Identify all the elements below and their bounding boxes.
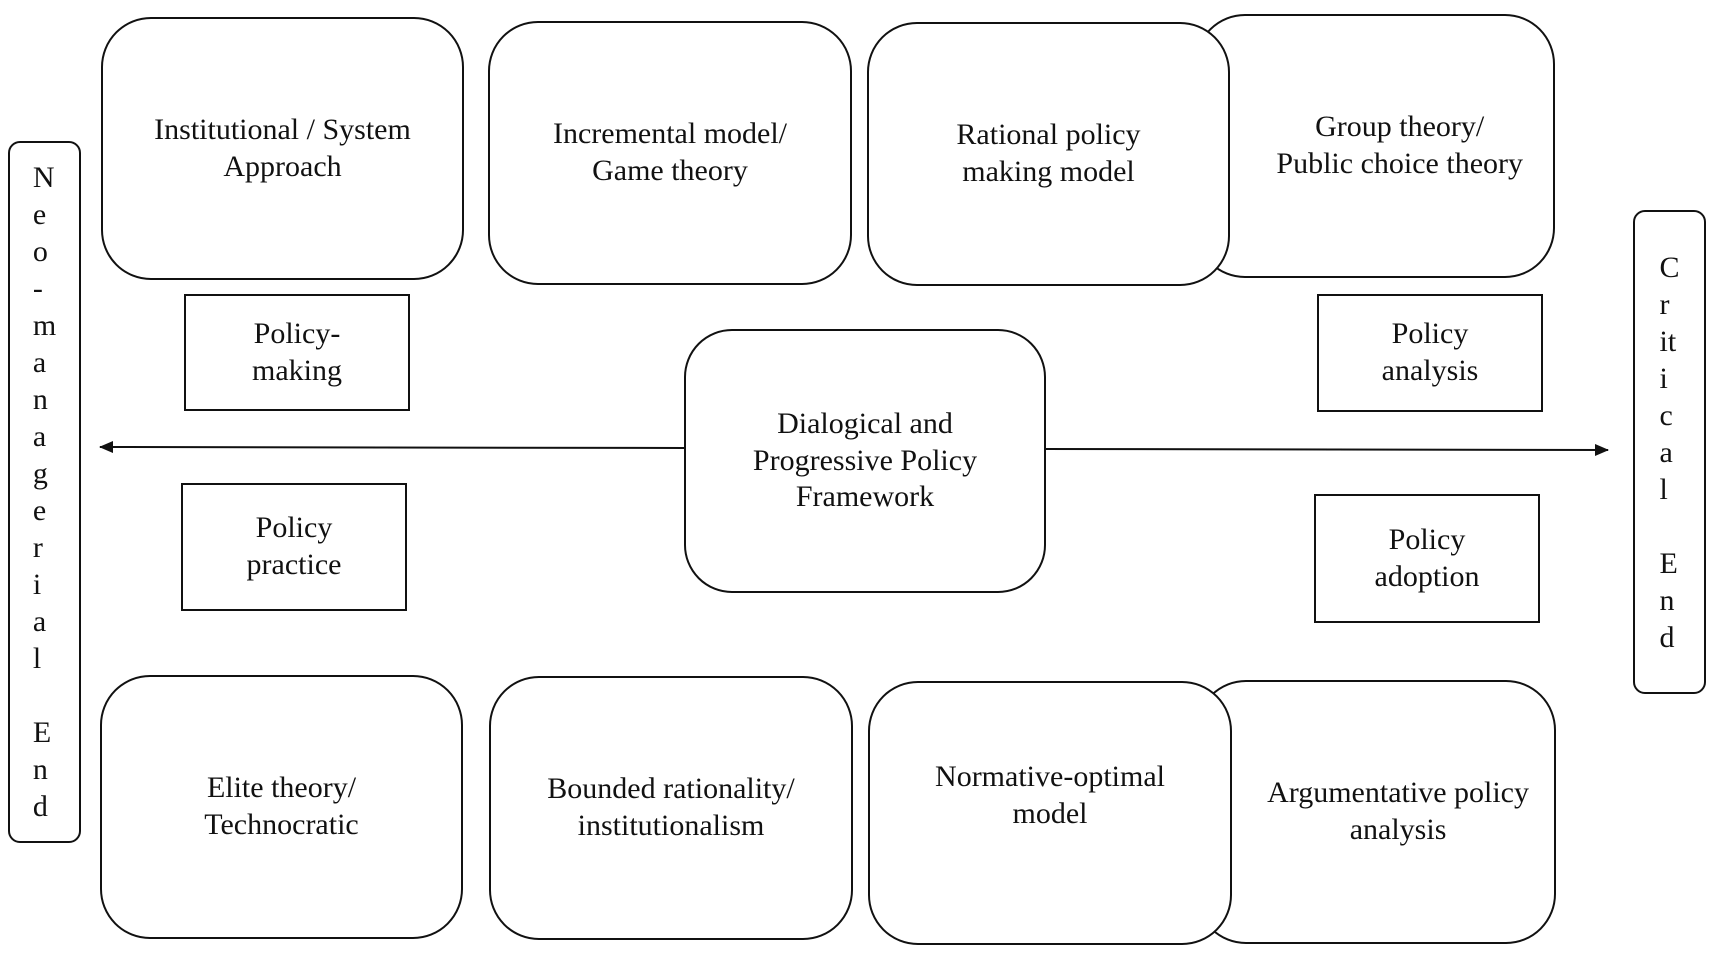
neo-managerial-end-letter: E	[32, 716, 52, 749]
policy-practice-text: Policy practice	[246, 511, 342, 581]
neo-managerial-end-letter: a	[32, 420, 47, 453]
critical-end-letter: r	[1659, 287, 1670, 321]
argumentative-policy-analysis-text: Argumentative policy analysis	[1267, 776, 1529, 846]
bounded-rationality-text: Bounded rationality/ institutionalism	[547, 772, 795, 842]
group-public-choice-text: Group theory/ Public choice theory	[1276, 110, 1523, 180]
institutional-system-approach-text: Institutional / System Approach	[154, 112, 411, 183]
neo-managerial-end-letter: r	[32, 531, 43, 564]
critical-end-letter: n	[1659, 583, 1675, 617]
neo-managerial-end-letter: o	[32, 235, 48, 268]
policy-practice-box: Policy practice	[181, 483, 407, 611]
neo-managerial-end-letter: e	[32, 198, 47, 231]
bounded-rationality-box: Bounded rationality/ institutionalism	[489, 676, 853, 940]
policy-analysis-text: Policy analysis	[1381, 317, 1479, 387]
elite-technocratic-box: Elite theory/ Technocratic	[100, 675, 463, 939]
neo-managerial-end-letter: l	[32, 642, 42, 675]
policy-analysis-box: Policy analysis	[1317, 294, 1543, 412]
critical-end-letter: d	[1659, 620, 1675, 654]
arrow-left	[99, 441, 685, 454]
policy-adoption-box: Policy adoption	[1314, 494, 1540, 623]
neo-managerial-end-letter: a	[32, 605, 47, 638]
critical-end-letter: c	[1659, 398, 1673, 432]
critical-end-letter: it	[1659, 324, 1677, 358]
neo-managerial-end-letter: e	[32, 494, 47, 527]
neo-managerial-end-letter	[33, 677, 56, 714]
policy-making-box: Policy- making	[184, 294, 410, 411]
neo-managerial-end-letter: N	[32, 161, 55, 194]
incremental-game-theory-text: Incremental model/ Game theory	[552, 117, 788, 187]
argumentative-policy-analysis-box: Argumentative policy analysis	[1196, 680, 1556, 944]
policy-adoption-text: Policy adoption	[1374, 522, 1480, 593]
critical-end-letter	[1659, 508, 1679, 545]
critical-end-letter: C	[1659, 250, 1680, 284]
neo-managerial-end-letter: g	[32, 457, 48, 490]
rational-policy-making-text: Rational policy making model	[956, 118, 1141, 188]
group-public-choice-box: Group theory/ Public choice theory	[1195, 14, 1555, 278]
normative-optimal-text: Normative-optimal model	[935, 760, 1165, 830]
neo-managerial-end-letter: a	[32, 346, 47, 379]
neo-managerial-end-letter: n	[32, 383, 48, 416]
critical-end-letter: l	[1659, 472, 1668, 506]
dialogical-progressive-framework-box: Dialogical and Progressive Policy Framew…	[684, 329, 1046, 593]
neo-managerial-end-letter: m	[32, 309, 57, 342]
dialogical-progressive-framework-text: Dialogical and Progressive Policy Framew…	[752, 407, 978, 514]
neo-managerial-end-letter: -	[32, 272, 43, 305]
policy-making-text: Policy- making	[252, 316, 342, 387]
neo-managerial-end-letter: n	[32, 753, 48, 786]
institutional-system-approach-box: Institutional / System Approach	[101, 17, 464, 280]
neo-managerial-end-letter: i	[32, 568, 42, 601]
critical-end-letter: E	[1659, 546, 1678, 580]
critical-end-letter: i	[1659, 361, 1668, 395]
neo-managerial-end-letter: d	[32, 790, 48, 823]
rational-policy-making-box: Rational policy making model	[867, 22, 1230, 286]
elite-technocratic-text: Elite theory/ Technocratic	[204, 771, 359, 841]
critical-end-letter: a	[1659, 435, 1673, 469]
arrow-right	[1044, 443, 1609, 456]
incremental-game-theory-box: Incremental model/ Game theory	[488, 21, 852, 285]
normative-optimal-box: Normative-optimal model	[868, 681, 1232, 945]
